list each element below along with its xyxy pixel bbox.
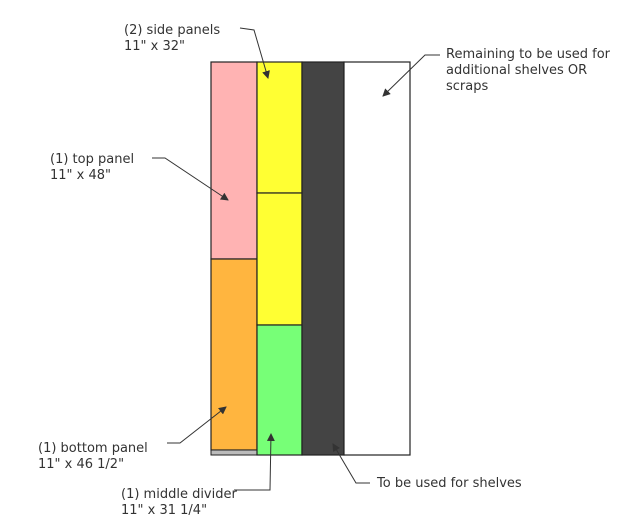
shelves-leader: [332, 443, 370, 484]
middle-divider-label-line1: (1) middle divider: [121, 487, 237, 502]
side-panel-piece-1: [256, 61, 303, 194]
side-panels-label-line1: (2) side panels: [124, 23, 221, 38]
remaining-label-line3: scraps: [446, 79, 489, 94]
middle-divider-leader: [234, 433, 275, 491]
shelves-label: To be used for shelves: [377, 476, 522, 492]
bottom-panel-label-line2: 11" x 46 1/2": [38, 457, 125, 472]
side-panels-label: (2) side panels 11" x 32": [124, 23, 220, 55]
top-panel-leader: [152, 157, 229, 201]
side-panels-leader: [239, 27, 270, 79]
side-panel-piece-2: [256, 192, 303, 326]
scrap-strip: [210, 449, 258, 456]
bottom-panel-label: (1) bottom panel 11" x 46 1/2": [38, 441, 148, 473]
top-panel-label: (1) top panel 11" x 48": [50, 152, 134, 184]
side-panels-label-line2: 11" x 32": [124, 39, 186, 54]
middle-divider-label: (1) middle divider 11" x 31 1/4": [121, 487, 237, 519]
remaining-label-line1: Remaining to be used for: [446, 47, 610, 62]
top-panel-piece: [210, 61, 258, 260]
shelves-label-line1: To be used for shelves: [377, 476, 522, 491]
remaining-leader: [382, 54, 440, 97]
bottom-panel-leader: [167, 406, 227, 444]
remaining-label-line2: additional shelves OR: [446, 63, 588, 78]
bottom-panel-label-line1: (1) bottom panel: [38, 441, 148, 456]
bottom-panel-piece: [210, 258, 258, 451]
middle-divider-label-line2: 11" x 31 1/4": [121, 503, 208, 518]
middle-divider-piece: [256, 324, 303, 456]
remaining-piece: [343, 61, 411, 456]
remaining-label: Remaining to be used for additional shel…: [446, 47, 610, 95]
shelves-piece: [301, 61, 345, 456]
top-panel-label-line2: 11" x 48": [50, 168, 112, 183]
top-panel-label-line1: (1) top panel: [50, 152, 135, 167]
